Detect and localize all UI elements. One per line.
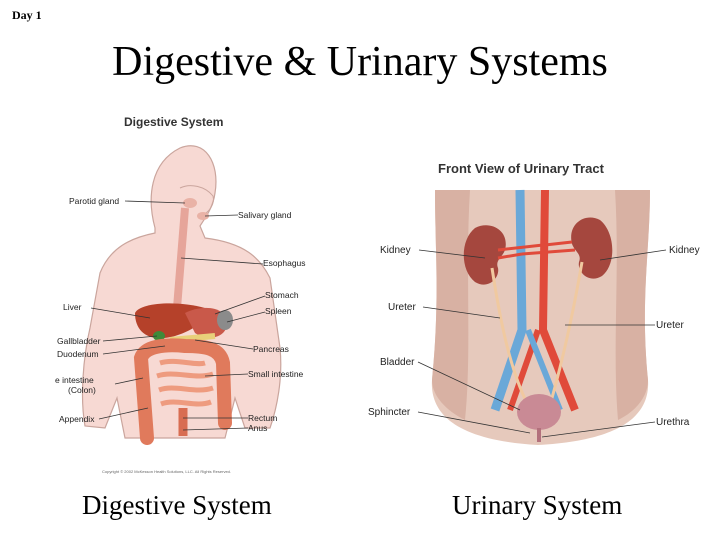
large-intestine-shape — [133, 338, 232, 445]
parotid-gland-shape — [183, 198, 197, 208]
digestive-heading: Digestive System — [124, 115, 223, 129]
label-anus: Anus — [248, 423, 267, 433]
label-urethra: Urethra — [656, 417, 690, 428]
digestive-leader-lines — [90, 200, 266, 431]
label-colon: (Colon) — [68, 385, 96, 395]
gallbladder-shape — [153, 331, 165, 341]
label-kidney-left: Kidney — [380, 245, 411, 256]
salivary-gland-shape — [197, 212, 209, 220]
label-ureter-right: Ureter — [656, 320, 684, 331]
stomach-shape — [185, 307, 228, 338]
renal-vessels — [497, 240, 576, 260]
head-profile — [179, 185, 214, 217]
label-spleen: Spleen — [265, 306, 292, 316]
label-pancreas: Pancreas — [253, 344, 289, 354]
label-sphincter: Sphincter — [368, 407, 411, 418]
spleen-shape — [217, 310, 233, 330]
label-bladder: Bladder — [380, 357, 415, 368]
label-esophagus: Esophagus — [263, 258, 306, 268]
digestive-system-diagram: Digestive System Parotid gland Salivary — [55, 115, 306, 474]
aorta-shape — [538, 189, 579, 412]
urinary-system-diagram: Front View of Urinary Tract Kidney Kidne… — [368, 161, 700, 445]
label-small-intestine: Small intestine — [248, 369, 304, 379]
label-duodenum: Duodenum — [57, 349, 99, 359]
label-salivary-gland: Salivary gland — [238, 210, 292, 220]
label-stomach: Stomach — [265, 290, 299, 300]
label-rectum: Rectum — [248, 413, 277, 423]
urinary-leader-lines — [417, 249, 667, 438]
torso-shading — [432, 190, 470, 420]
label-parotid-gland: Parotid gland — [69, 196, 119, 206]
label-kidney-right: Kidney — [669, 245, 700, 256]
kidney-left-shape — [463, 225, 506, 285]
vena-cava-shape-2 — [525, 328, 563, 412]
urinary-heading: Front View of Urinary Tract — [438, 161, 605, 176]
vena-cava-shape — [490, 189, 527, 412]
bladder-shape — [517, 394, 561, 430]
copyright-note: Copyright © 2002 McKesson Health Solutio… — [102, 469, 231, 474]
day-label: Day 1 — [12, 8, 42, 22]
label-appendix: Appendix — [59, 414, 95, 424]
ureter-right-shape — [548, 261, 584, 406]
urinary-caption: Urinary System — [452, 490, 623, 520]
digestive-caption: Digestive System — [82, 490, 272, 520]
slide-title: Digestive & Urinary Systems — [112, 39, 608, 85]
label-liver: Liver — [63, 302, 82, 312]
label-ureter-left: Ureter — [388, 302, 416, 313]
label-gallbladder: Gallbladder — [57, 336, 101, 346]
ureter-left-shape — [490, 267, 530, 406]
torso-shading-right — [615, 190, 650, 420]
label-large-intestine: Large intestine — [55, 375, 94, 385]
small-intestine-shape — [156, 358, 214, 407]
